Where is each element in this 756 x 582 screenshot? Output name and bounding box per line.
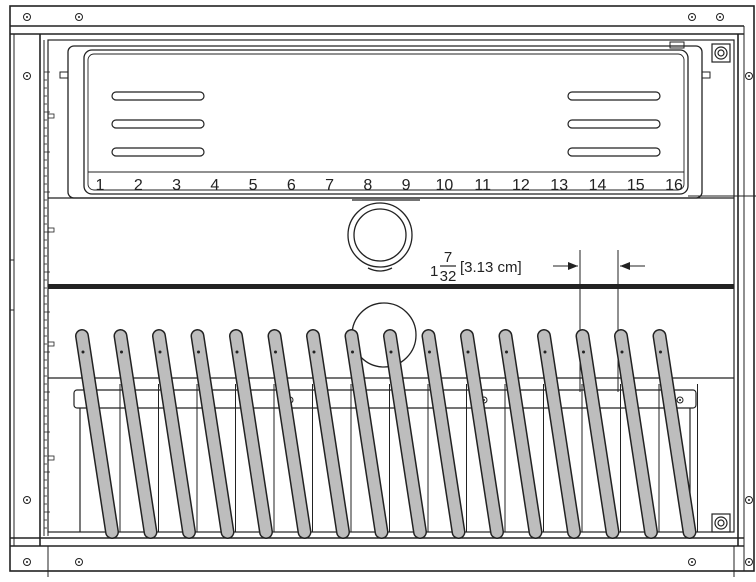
- slot-number-14: 14: [589, 177, 607, 194]
- file-divider-16: [652, 329, 698, 539]
- slot-number-5: 5: [249, 177, 258, 194]
- screw-center: [691, 561, 693, 563]
- file-divider-5: [229, 329, 275, 539]
- file-divider-9: [383, 329, 429, 539]
- file-divider-2: [113, 329, 159, 539]
- screw-icon: [716, 13, 724, 21]
- rail-notch: [47, 227, 55, 233]
- slot-number-1: 1: [96, 177, 105, 194]
- file-divider-8: [344, 329, 390, 539]
- screw-center: [719, 16, 721, 18]
- slot-number-10: 10: [436, 177, 454, 194]
- slot-number-3: 3: [172, 177, 181, 194]
- screw-center: [748, 561, 750, 563]
- outer-frame: [9, 5, 755, 577]
- file-divider-10: [421, 329, 467, 539]
- rail-notch: [47, 455, 55, 461]
- screw-center: [748, 75, 750, 77]
- top-tray: [59, 41, 756, 199]
- file-divider-1: [75, 329, 121, 539]
- rail-tick-marks: [44, 71, 55, 529]
- slot-number-7: 7: [325, 177, 334, 194]
- screw-center: [78, 561, 80, 563]
- slot-number-15: 15: [627, 177, 645, 194]
- screw-center: [748, 499, 750, 501]
- file-divider-15: [614, 329, 660, 539]
- screw-icon: [688, 558, 696, 566]
- slot-number-6: 6: [287, 177, 296, 194]
- slot-number-9: 9: [402, 177, 411, 194]
- file-dividers: [75, 329, 698, 539]
- file-divider-7: [306, 329, 352, 539]
- screw-center: [691, 16, 693, 18]
- screw-icon: [745, 72, 753, 80]
- screw-center: [26, 499, 28, 501]
- screw-center: [26, 16, 28, 18]
- screw-icon: [23, 13, 31, 21]
- file-divider-14: [575, 329, 621, 539]
- slot-number-13: 13: [550, 177, 568, 194]
- slot-number-12: 12: [512, 177, 530, 194]
- center-grommet: [347, 199, 420, 272]
- dimension-metric: [3.13 cm]: [460, 259, 522, 276]
- file-divider-12: [498, 329, 544, 539]
- slot-number-8: 8: [363, 177, 372, 194]
- dimension-whole: 1: [430, 263, 438, 280]
- right-vent-slots: [567, 91, 661, 157]
- screw-center: [26, 75, 28, 77]
- file-divider-3: [152, 329, 198, 539]
- slot-number-11: 11: [474, 177, 491, 194]
- rail-notch: [47, 341, 55, 347]
- screw-icon: [688, 13, 696, 21]
- left-vent-slots: [111, 91, 205, 157]
- file-divider-13: [537, 329, 583, 539]
- screw-icon: [745, 558, 753, 566]
- screw-icon: [23, 558, 31, 566]
- file-divider-6: [267, 329, 313, 539]
- screw-center: [26, 561, 28, 563]
- dimension-numerator: 7: [444, 249, 452, 266]
- screw-icon: [75, 13, 83, 21]
- screw-icon: [23, 496, 31, 504]
- left-rail: [9, 40, 49, 536]
- dimension-annotation: 1 7 32 [3.13 cm]: [430, 249, 645, 392]
- file-divider-11: [460, 329, 506, 539]
- dimension-denominator: 32: [440, 268, 457, 285]
- rail-screw-icon: [676, 396, 684, 404]
- file-divider-4: [190, 329, 236, 539]
- divider-bar: [48, 284, 734, 289]
- corner-bolts: [711, 43, 731, 533]
- slot-number-4: 4: [210, 177, 219, 194]
- screw-icon: [23, 72, 31, 80]
- screw-icon: [75, 558, 83, 566]
- slot-number-2: 2: [134, 177, 143, 194]
- rail-screw-center: [679, 399, 681, 401]
- screw-center: [78, 16, 80, 18]
- rail-notch: [47, 113, 55, 119]
- slot-number-16: 16: [665, 177, 683, 194]
- screw-icon: [745, 496, 753, 504]
